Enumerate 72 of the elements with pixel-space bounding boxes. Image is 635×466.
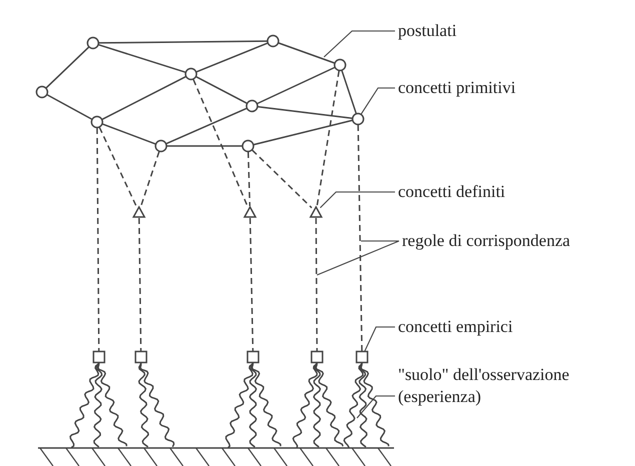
wavy-line (97, 362, 128, 446)
leader-line (316, 240, 400, 276)
concept-triangle (132, 205, 146, 219)
concept-circle (90, 115, 104, 129)
connecting-line (196, 42, 268, 72)
concept-circle (86, 36, 100, 50)
wavy-line (343, 362, 364, 448)
dashed-line (315, 218, 318, 351)
wavy-line (292, 362, 318, 448)
dashed-line (357, 124, 363, 352)
concept-square (134, 350, 148, 364)
concept-circle (241, 139, 255, 153)
wavy-line (225, 362, 254, 448)
dashed-line (98, 127, 138, 207)
connecting-line (257, 66, 335, 104)
concept-triangle (309, 205, 323, 219)
dashed-line (249, 218, 254, 352)
concept-square (310, 350, 324, 364)
connecting-line (102, 76, 186, 120)
wavy-line (138, 362, 150, 448)
concept-circle (184, 67, 198, 81)
dashed-line (316, 70, 340, 206)
dashed-line (192, 79, 248, 207)
wavy-line (70, 362, 100, 448)
concept-circle (266, 34, 280, 48)
connecting-line (278, 42, 335, 64)
leader-line (361, 240, 399, 242)
connecting-line (167, 145, 242, 147)
callout-label: concetti definiti (398, 181, 506, 203)
leader-line (320, 191, 395, 208)
connecting-line (254, 120, 352, 146)
concept-square (92, 350, 106, 364)
wavy-line (360, 362, 390, 446)
leader-line (324, 30, 395, 58)
leader-line (364, 326, 395, 352)
dashed-line (252, 150, 312, 208)
dashed-line (140, 151, 160, 207)
dashed-line (247, 152, 251, 206)
callout-label: concetti primitivi (398, 77, 516, 99)
concept-square (355, 350, 369, 364)
callout-label: postulati (398, 20, 457, 42)
wavy-line (248, 362, 258, 448)
concept-circle (35, 85, 49, 99)
hatched-ground (38, 447, 394, 466)
leader-line (356, 395, 395, 418)
connecting-line (166, 108, 247, 144)
concept-square (246, 350, 260, 364)
connecting-line (99, 40, 267, 44)
callout-label: regole di corrispondenza (402, 230, 570, 252)
wavy-line (358, 362, 368, 448)
concept-circle (351, 112, 365, 126)
concept-circle (333, 58, 347, 72)
callout-label: "suolo" dell'osservazione (esperienza) (398, 364, 578, 408)
connecting-line (46, 94, 92, 120)
connecting-line (102, 123, 156, 145)
connecting-line (258, 106, 352, 120)
leader-line (360, 87, 395, 114)
wavy-line (251, 362, 282, 446)
wavy-line (140, 363, 175, 448)
connecting-line (46, 46, 90, 88)
concept-triangle (243, 205, 257, 219)
dashed-line (96, 128, 100, 351)
wavy-line (93, 362, 103, 448)
wavy-line (315, 362, 344, 446)
concept-circle (154, 139, 168, 153)
dashed-line (138, 218, 142, 352)
callout-label: concetti empirici (398, 316, 513, 338)
connecting-line (196, 76, 248, 104)
wavy-line (312, 362, 322, 448)
connecting-line (341, 70, 357, 114)
concept-circle (245, 99, 259, 113)
connecting-line (98, 44, 186, 73)
